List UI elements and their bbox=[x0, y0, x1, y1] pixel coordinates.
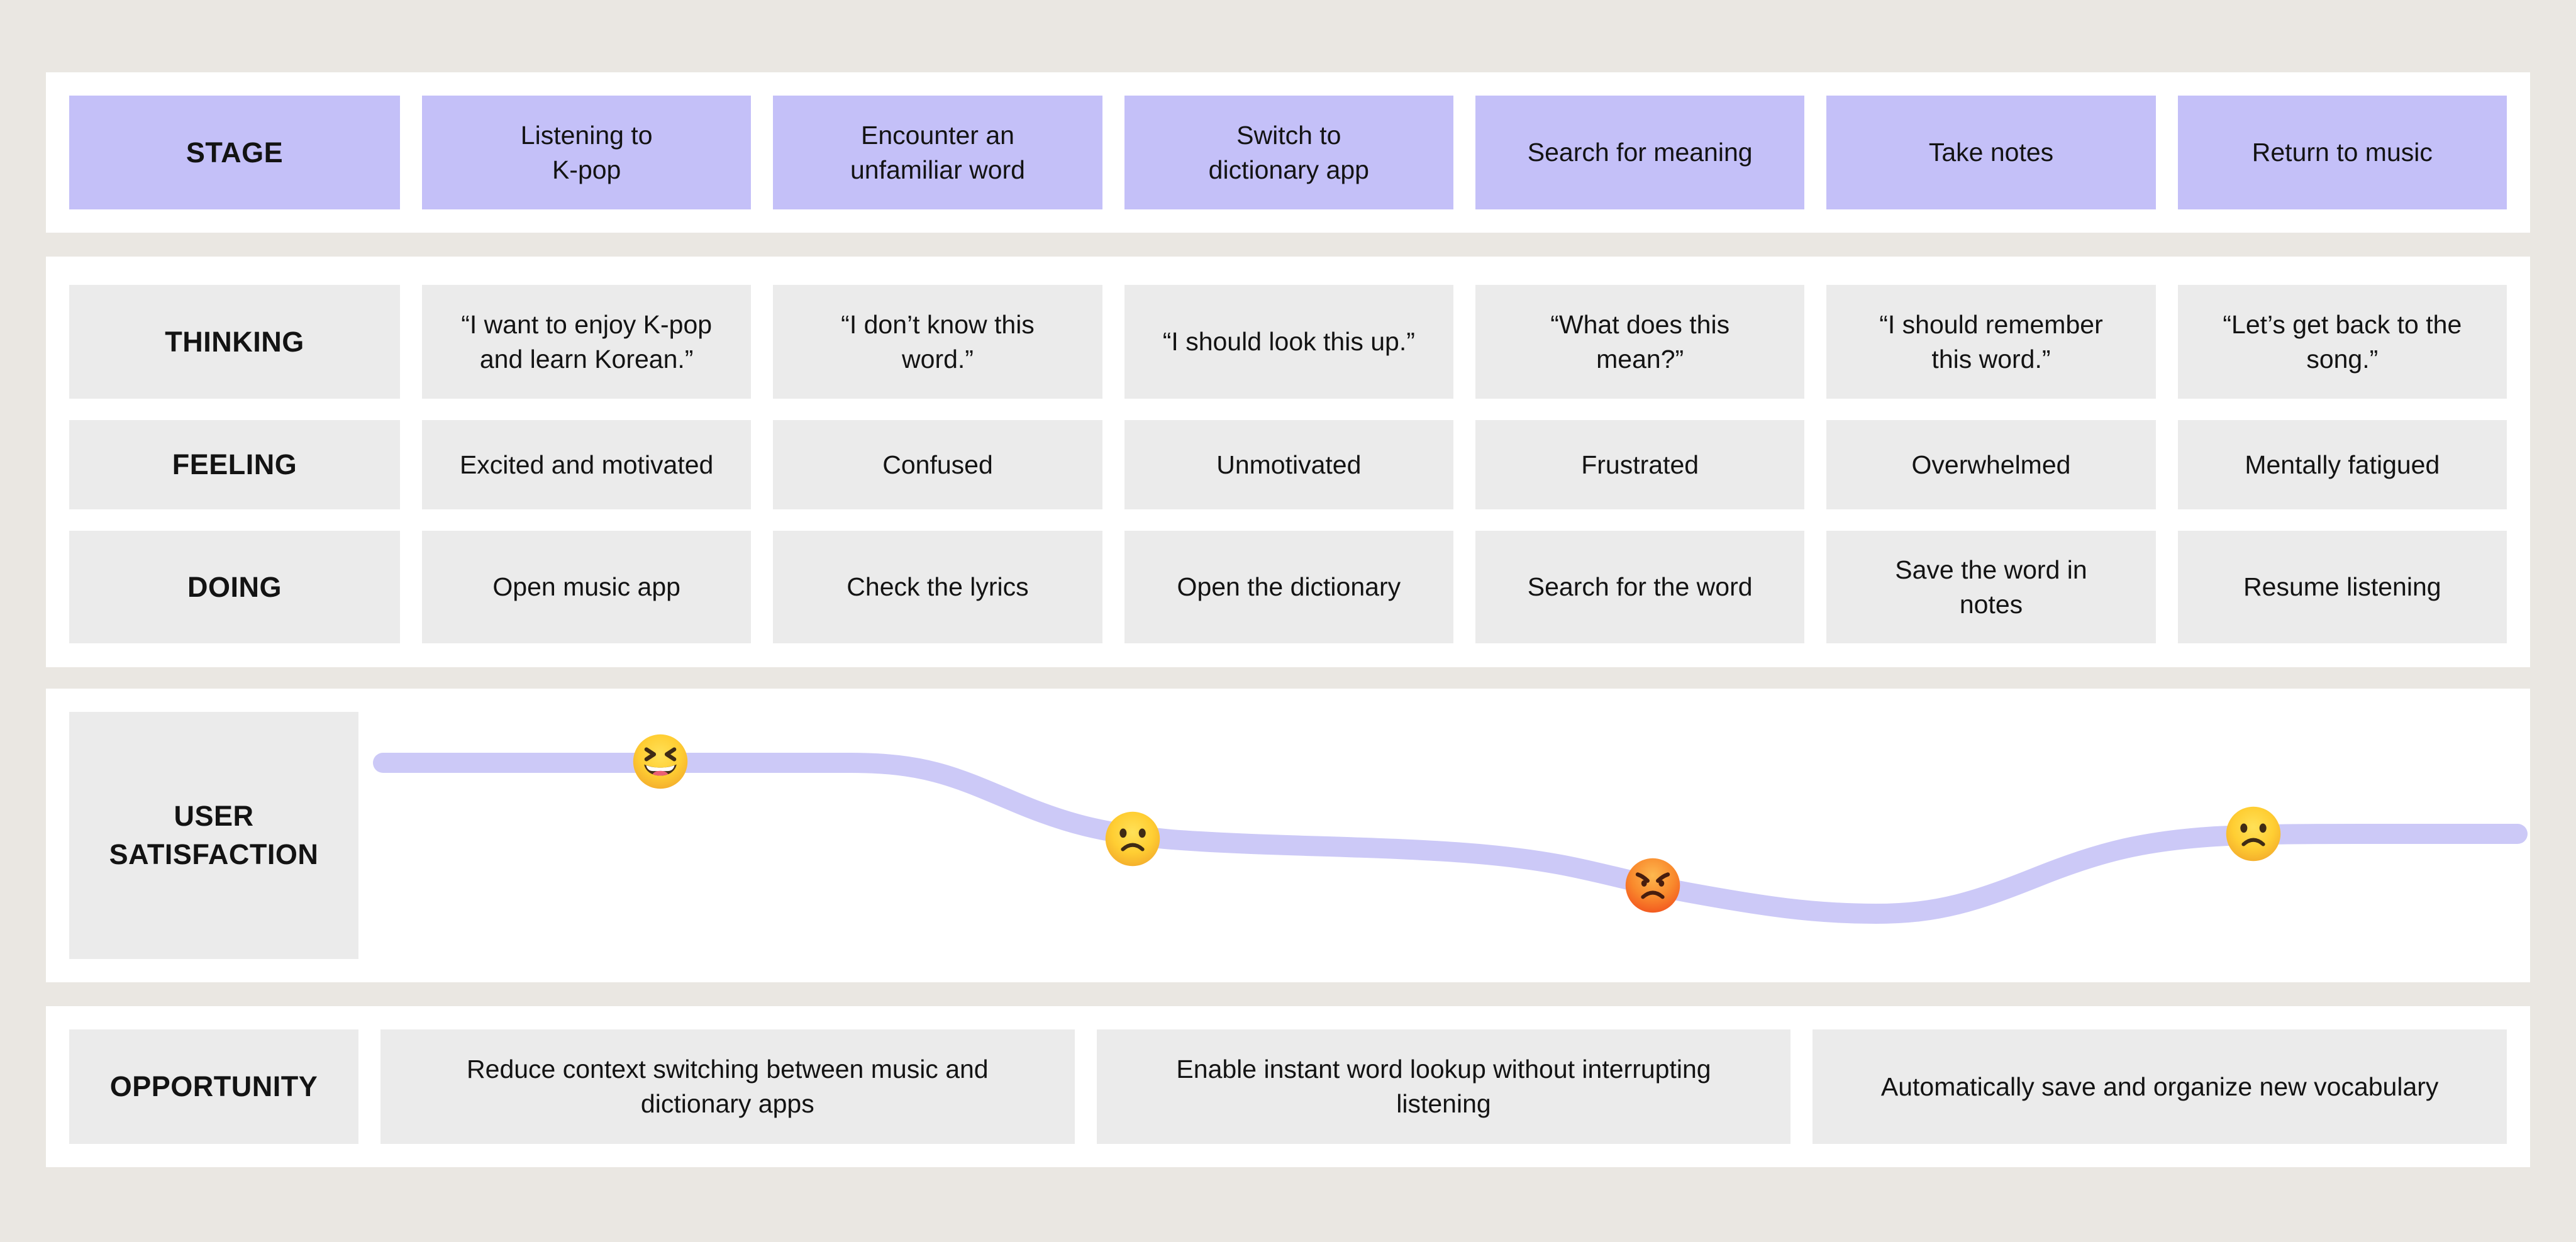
thinking-cell: “I should look this up.” bbox=[1124, 285, 1453, 399]
opportunity-cell: Enable instant word lookup without inter… bbox=[1096, 1029, 1791, 1144]
satisfaction-band: USER SATISFACTION bbox=[46, 689, 2530, 982]
enraged-emoji-icon bbox=[1625, 858, 1680, 913]
slightly-frowning-emoji-icon bbox=[1105, 811, 1160, 867]
thinking-cell: “What does this mean?” bbox=[1475, 285, 1805, 399]
doing-cell: Check the lyrics bbox=[773, 531, 1102, 643]
doing-cell: Save the word in notes bbox=[1826, 531, 2156, 643]
satisfaction-curve bbox=[373, 753, 2528, 924]
stage-cell: Switch to dictionary app bbox=[1124, 96, 1453, 209]
satisfaction-row-label: USER SATISFACTION bbox=[69, 712, 358, 959]
doing-cell: Open the dictionary bbox=[1124, 531, 1453, 643]
stage-cell: Take notes bbox=[1826, 96, 2156, 209]
doing-row: DOING Open music app Check the lyrics Op… bbox=[69, 531, 2507, 643]
stage-cell: Listening to K-pop bbox=[422, 96, 752, 209]
feeling-cell: Mentally fatigued bbox=[2177, 420, 2507, 509]
feeling-cell: Confused bbox=[773, 420, 1102, 509]
thinking-row-label: THINKING bbox=[69, 285, 400, 399]
opportunity-cell: Automatically save and organize new voca… bbox=[1813, 1029, 2507, 1144]
stage-cell: Return to music bbox=[2177, 96, 2507, 209]
feeling-cell: Excited and motivated bbox=[422, 420, 752, 509]
doing-cell: Search for the word bbox=[1475, 531, 1805, 643]
thinking-row: THINKING “I want to enjoy K-pop and lear… bbox=[69, 285, 2507, 399]
doing-cell: Open music app bbox=[422, 531, 752, 643]
feeling-cell: Unmotivated bbox=[1124, 420, 1453, 509]
doing-cell: Resume listening bbox=[2177, 531, 2507, 643]
thinking-cell: “I want to enjoy K-pop and learn Korean.… bbox=[422, 285, 752, 399]
thinking-cell: “Let’s get back to the song.” bbox=[2177, 285, 2507, 399]
opportunity-band: OPPORTUNITY Reduce context switching bet… bbox=[46, 1006, 2530, 1167]
stage-cell: Encounter an unfamiliar word bbox=[773, 96, 1102, 209]
stage-row-label: STAGE bbox=[69, 96, 400, 209]
feeling-row: FEELING Excited and motivated Confused U… bbox=[69, 420, 2507, 509]
doing-row-label: DOING bbox=[69, 531, 400, 643]
mindset-band: THINKING “I want to enjoy K-pop and lear… bbox=[46, 257, 2530, 667]
grinning-squinting-emoji-icon bbox=[633, 734, 688, 789]
slightly-frowning-emoji-icon bbox=[2226, 806, 2281, 862]
opportunity-row-label: OPPORTUNITY bbox=[69, 1029, 358, 1144]
thinking-cell: “I should remember this word.” bbox=[1826, 285, 2156, 399]
thinking-cell: “I don’t know this word.” bbox=[773, 285, 1102, 399]
feeling-cell: Overwhelmed bbox=[1826, 420, 2156, 509]
stage-cell: Search for meaning bbox=[1475, 96, 1805, 209]
feeling-cell: Frustrated bbox=[1475, 420, 1805, 509]
stage-band: STAGE Listening to K-pop Encounter an un… bbox=[46, 72, 2530, 233]
feeling-row-label: FEELING bbox=[69, 420, 400, 509]
opportunity-cell: Reduce context switching between music a… bbox=[380, 1029, 1075, 1144]
